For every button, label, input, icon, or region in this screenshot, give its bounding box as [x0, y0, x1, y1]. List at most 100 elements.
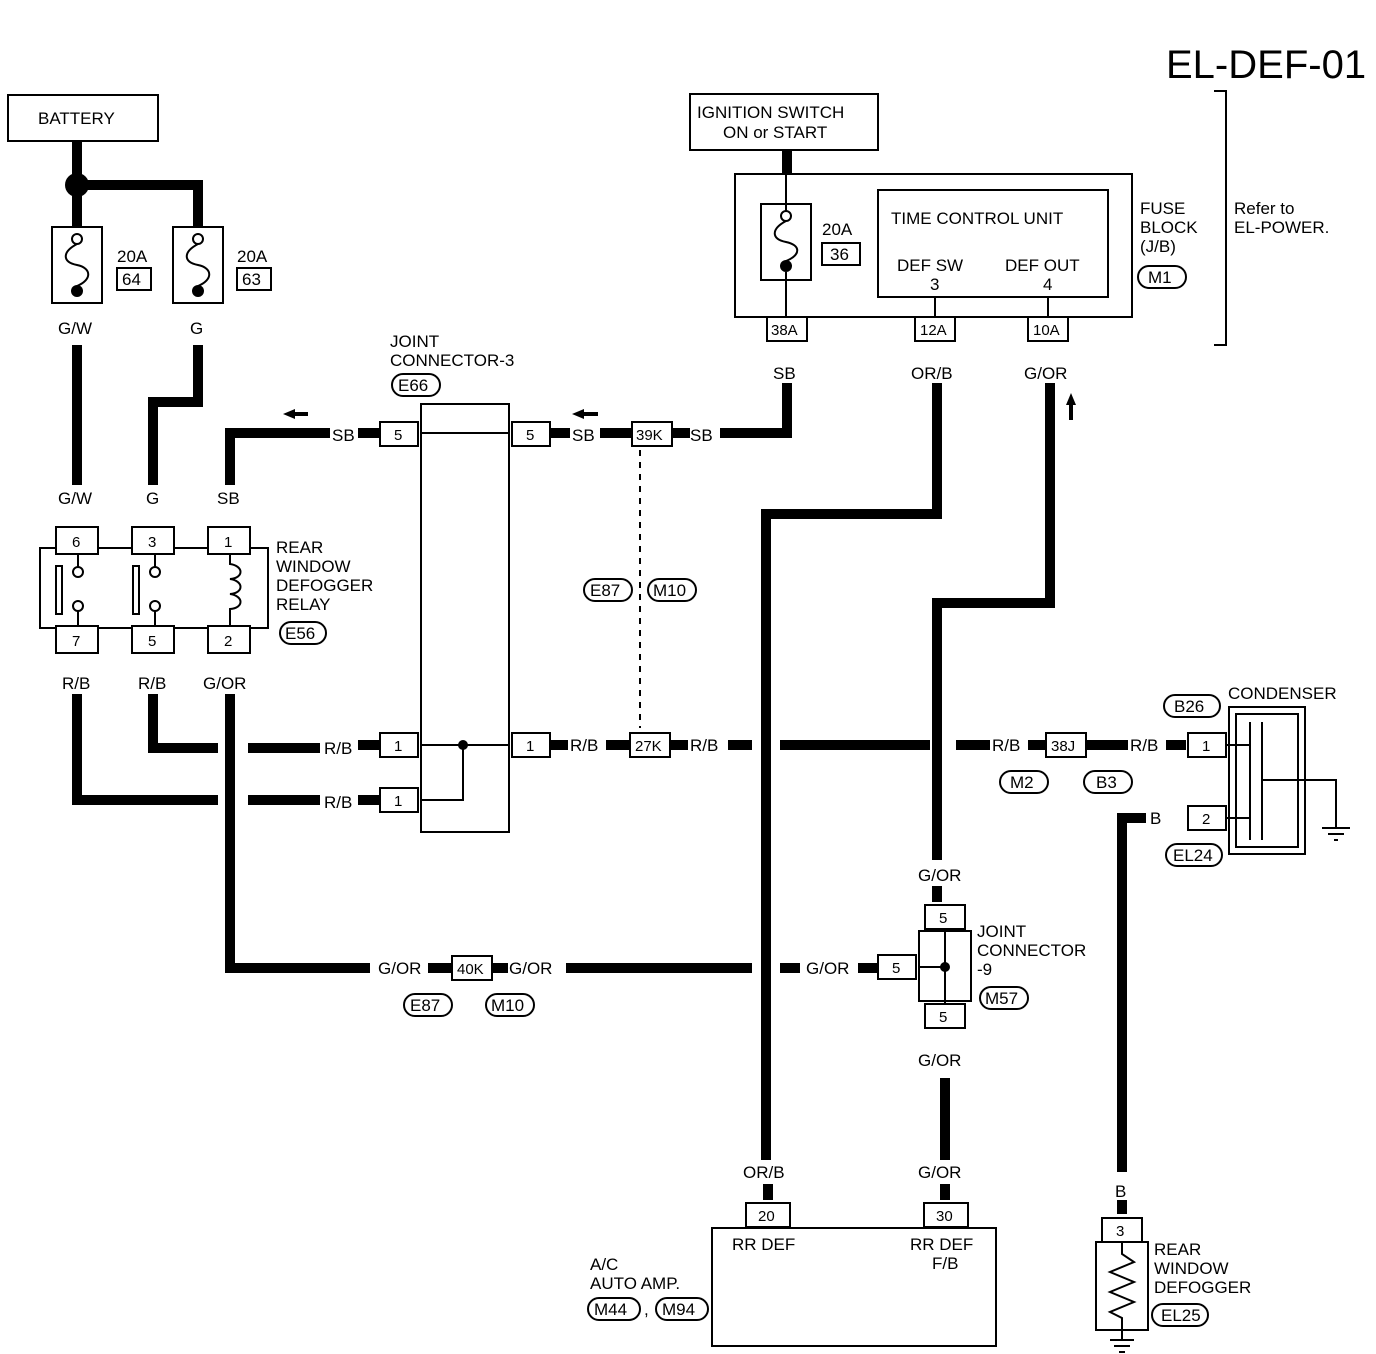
jc9-label-2: CONNECTOR — [977, 941, 1086, 960]
amp-pin-20: 20 — [758, 1208, 775, 1225]
tcu-defout-pin: 4 — [1043, 275, 1052, 294]
fuse-63-rating: 20A — [237, 247, 268, 266]
wire-sb-to-38a — [720, 383, 792, 438]
ignition-box — [689, 93, 879, 151]
fuseblock-connector: M1 — [1148, 268, 1172, 287]
amp-label-2: AUTO AMP. — [590, 1274, 680, 1293]
connector-38a: 38A — [771, 322, 798, 339]
ac-auto-amp — [711, 1227, 997, 1347]
relay-label-1: REAR — [276, 538, 323, 557]
jc3-label-2: CONNECTOR-3 — [390, 351, 514, 370]
refer-label-2: EL-POWER. — [1234, 218, 1329, 237]
wire-gw-top: G/W — [58, 319, 92, 338]
jc3-pin-right-5: 5 — [526, 427, 534, 444]
defogger-label-3: DEFOGGER — [1154, 1278, 1251, 1297]
wire-rb-38j-right: R/B — [1130, 736, 1158, 755]
jc9-pin-top: 5 — [939, 910, 947, 927]
fuseblock-label-3: (J/B) — [1140, 237, 1176, 256]
fuseblock-label-1: FUSE — [1140, 199, 1185, 218]
amp-rrdef-fb-1: RR DEF — [910, 1235, 973, 1254]
jc9-label-1: JOINT — [977, 922, 1026, 941]
relay-pin-2: 2 — [224, 633, 232, 650]
amp-connector-2: M94 — [662, 1300, 695, 1319]
fuseblock-label-2: BLOCK — [1140, 218, 1198, 237]
defogger-relay — [39, 526, 269, 654]
wire-gor-2: G/OR — [203, 674, 246, 693]
wire-sb-jc3-left: SB — [332, 426, 355, 445]
wire-g-top: G — [190, 319, 203, 338]
jc9-label-3: -9 — [977, 960, 992, 979]
wire-gor-10a: G/OR — [1024, 364, 1067, 383]
wire-g-bottom: G — [146, 489, 159, 508]
ignition-label-2: ON or START — [723, 123, 827, 142]
defogger-label-1: REAR — [1154, 1240, 1201, 1259]
wire-gor-jc9-left: G/OR — [806, 959, 849, 978]
connector-40k: 40K — [457, 961, 484, 978]
connector-12a: 12A — [920, 322, 947, 339]
relay-pin-6: 6 — [72, 534, 80, 551]
tcu-defsw-pin: 3 — [930, 275, 939, 294]
fuse-36 — [760, 174, 812, 317]
relay-label-4: RELAY — [276, 595, 331, 614]
wire-orb-12a: OR/B — [911, 364, 953, 383]
wire-g — [148, 345, 203, 485]
condenser-label: CONDENSER — [1228, 684, 1337, 703]
fuse-36-number: 36 — [830, 245, 849, 264]
jc9-connector: M57 — [985, 989, 1018, 1008]
fuse-36-rating: 20A — [822, 220, 853, 239]
wire-sb-to-relay — [225, 428, 330, 485]
refer-label-1: Refer to — [1234, 199, 1294, 218]
wire-gor-from-2 — [225, 694, 370, 973]
relay-label-3: DEFOGGER — [276, 576, 373, 595]
wire-b-ground — [1117, 813, 1146, 1172]
jc3-pin-left-1b: 1 — [394, 793, 402, 810]
wire-gw-bottom: G/W — [58, 489, 92, 508]
jc9-pin-left: 5 — [892, 960, 900, 977]
condenser-connector-top: B26 — [1174, 697, 1204, 716]
connector-27k: 27K — [635, 738, 662, 755]
connector-m2: M2 — [1010, 773, 1034, 792]
ignition-label-1: IGNITION SWITCH — [697, 103, 844, 122]
wire-rb-from-7 — [72, 694, 218, 805]
defogger-label-2: WINDOW — [1154, 1259, 1229, 1278]
defogger-pin-3: 3 — [1116, 1223, 1124, 1240]
wire-rb-7: R/B — [62, 674, 90, 693]
jc3-pin-left-5: 5 — [394, 427, 402, 444]
wire-gor-amp: G/OR — [918, 1163, 961, 1182]
relay-pin-7: 7 — [72, 633, 80, 650]
connector-e87-b: E87 — [410, 996, 440, 1015]
jc3-body — [420, 403, 510, 833]
connector-38j: 38J — [1051, 738, 1075, 755]
refer-bracket — [1214, 90, 1227, 346]
wire-b-condenser: B — [1150, 809, 1161, 828]
relay-pin-1: 1 — [224, 534, 232, 551]
wire-rb-jc3-right: R/B — [570, 736, 598, 755]
jc3-pin-left-1a: 1 — [394, 738, 402, 755]
condenser-connector-bottom: EL24 — [1173, 846, 1213, 865]
wire-gor-jc9-bottom: G/OR — [918, 1051, 961, 1070]
arrow-left-1 — [283, 409, 308, 419]
battery-splice — [65, 173, 89, 197]
defogger-connector: EL25 — [1161, 1306, 1201, 1325]
wire-sb-39k: SB — [690, 426, 713, 445]
wire-rb-jc3-a: R/B — [324, 739, 352, 758]
amp-rrdef-fb-2: F/B — [932, 1254, 958, 1273]
wire-sb-38a: SB — [773, 364, 796, 383]
wire-gor-40k-left: G/OR — [378, 959, 421, 978]
condenser-pin-1: 1 — [1202, 738, 1210, 755]
relay-pin-5: 5 — [148, 633, 156, 650]
relay-connector: E56 — [285, 624, 315, 643]
wire-rb-jc3-b: R/B — [324, 793, 352, 812]
wire-sb-relay: SB — [217, 489, 240, 508]
wire-orb — [761, 383, 942, 1160]
fuse-63 — [172, 226, 224, 304]
wire-gor-jc9-top: G/OR — [918, 866, 961, 885]
fuse-64-rating: 20A — [117, 247, 148, 266]
diagram-title: EL-DEF-01 — [1166, 43, 1366, 87]
amp-connector-sep: , — [644, 1300, 649, 1319]
tcu-defout: DEF OUT — [1005, 256, 1080, 275]
wire-gor — [932, 383, 1055, 860]
amp-label-1: A/C — [590, 1255, 618, 1274]
connector-10a: 10A — [1033, 322, 1060, 339]
amp-rrdef: RR DEF — [732, 1235, 795, 1254]
